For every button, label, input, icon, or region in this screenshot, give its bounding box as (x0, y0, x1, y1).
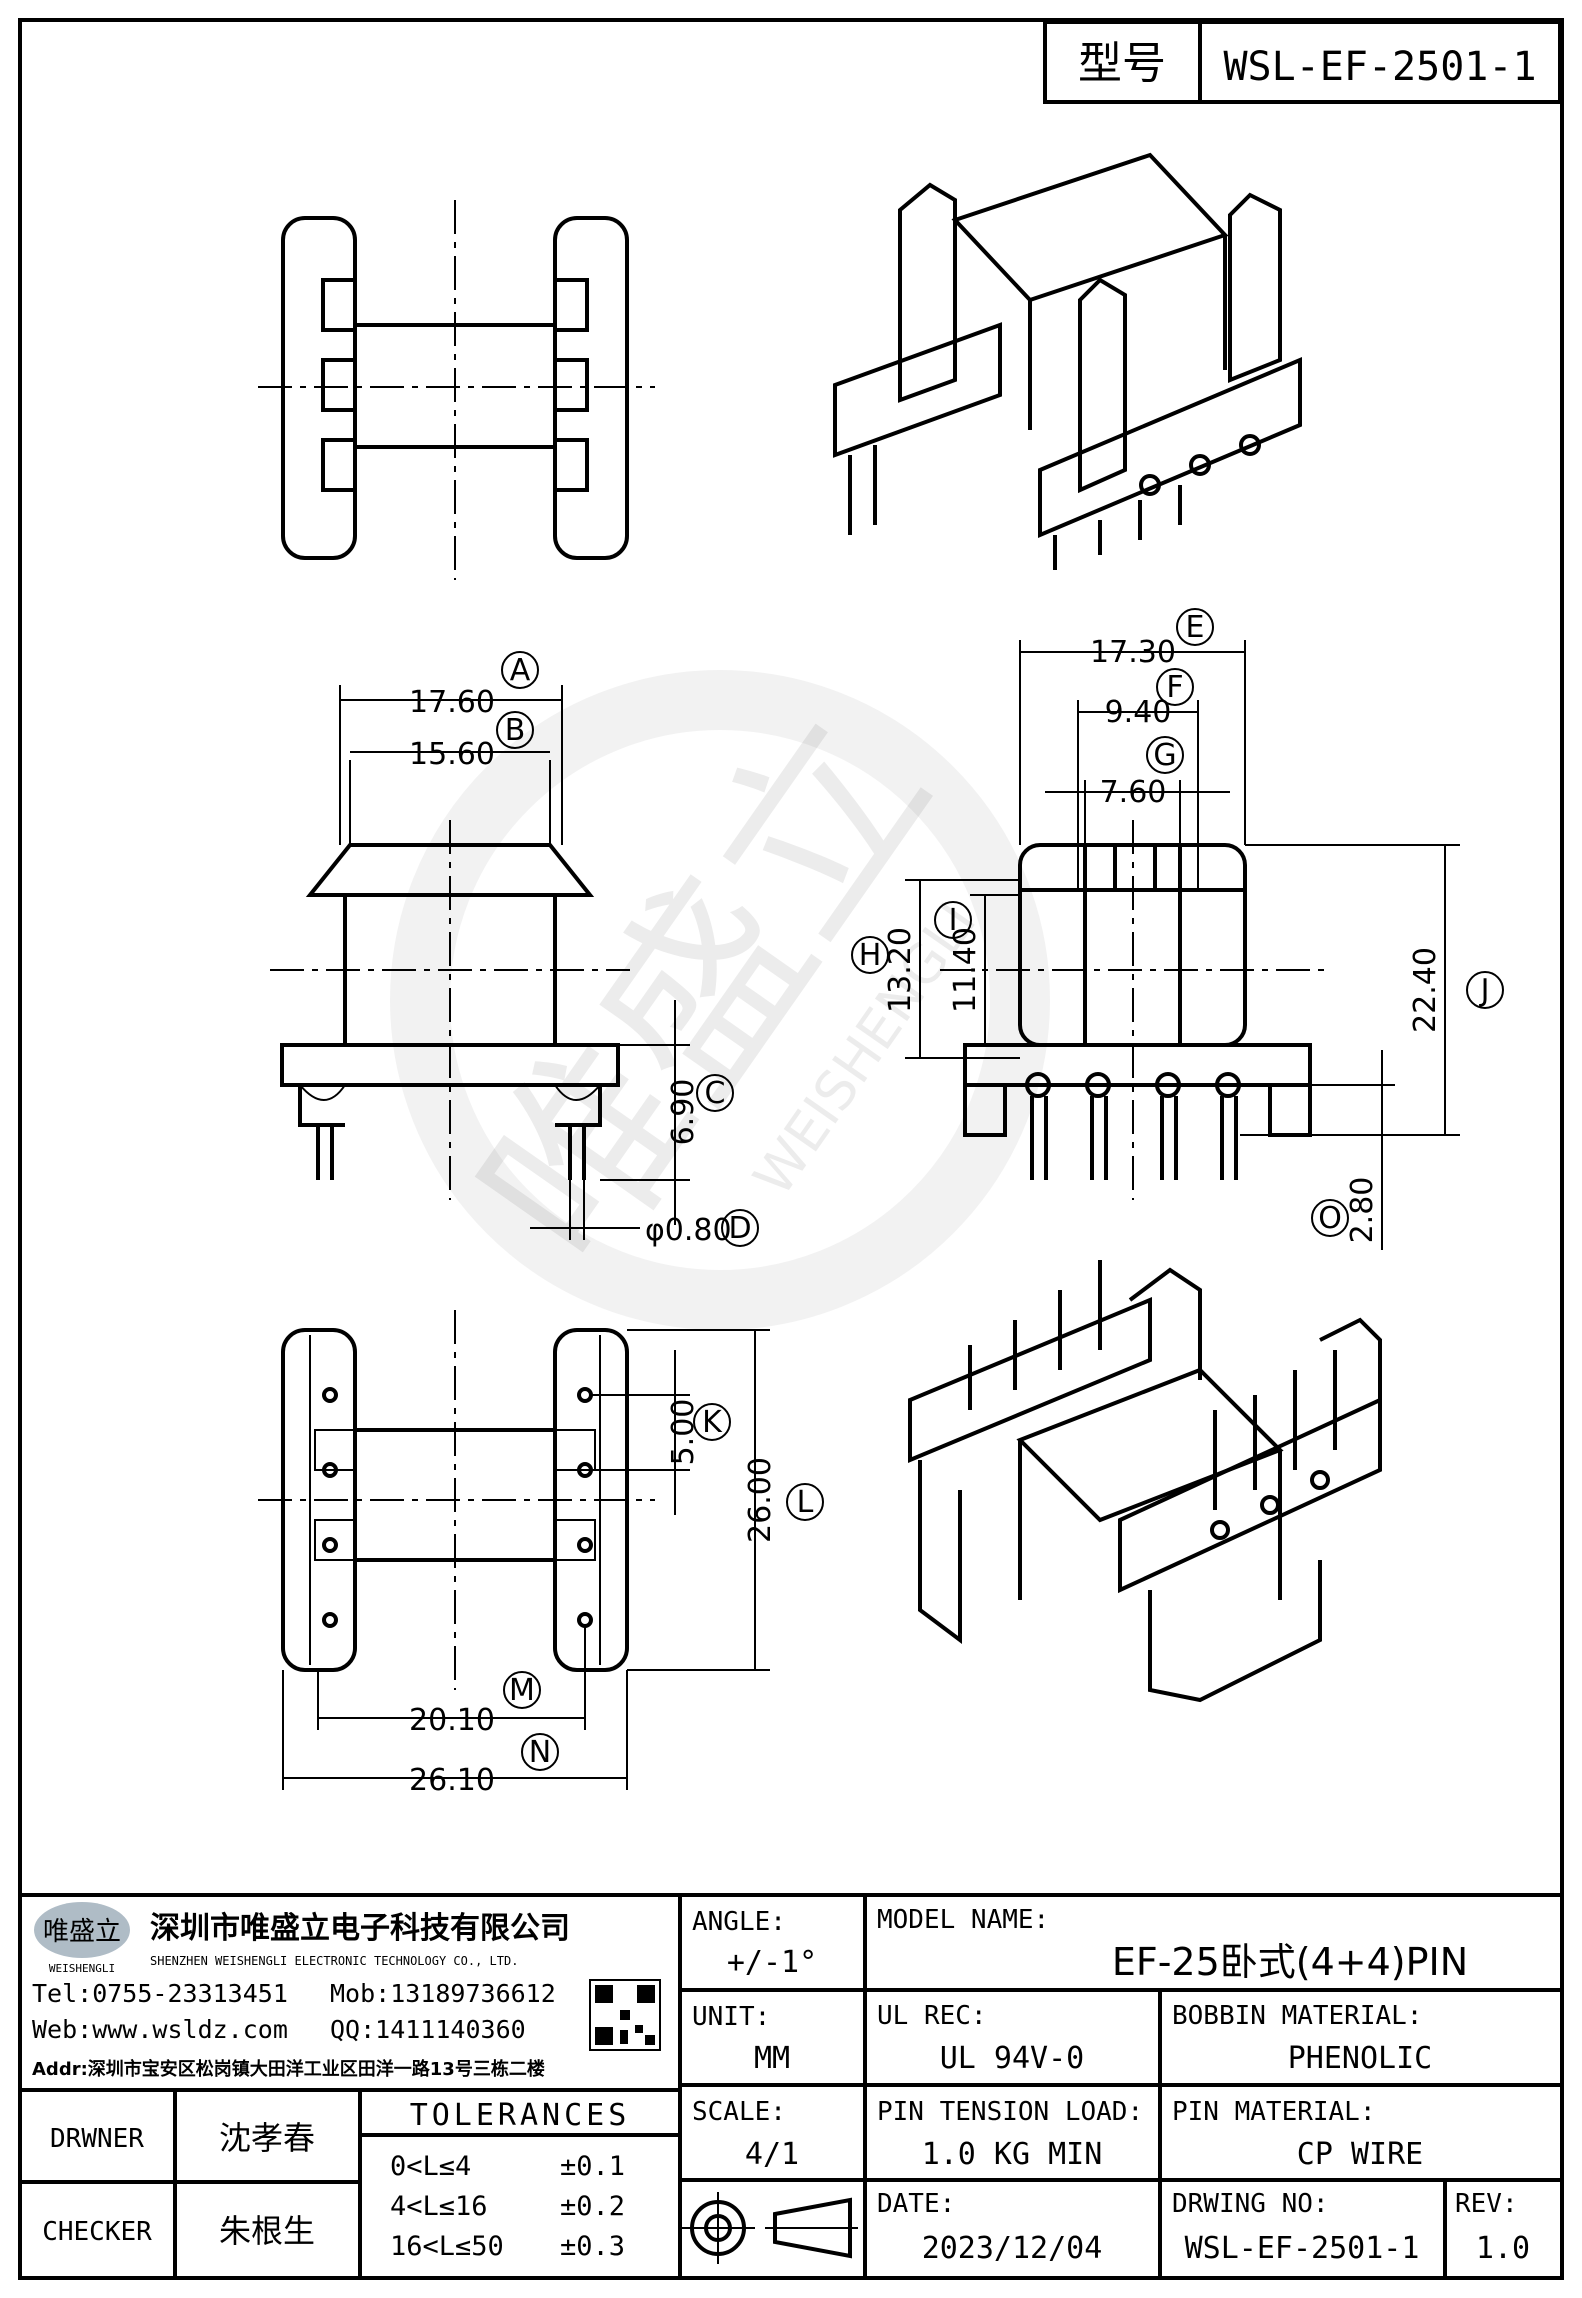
unit-value: MM (754, 2041, 790, 2076)
bobbin-value: PHENOLIC (1288, 2041, 1433, 2076)
callouts: A B C D E F G H I J O K L M N (496, 608, 1504, 1771)
company-logo: 唯盛立 WEISHENGLI (34, 1902, 130, 1975)
angle-label: ANGLE: (692, 1907, 786, 1937)
ul-label: UL REC: (877, 2001, 987, 2031)
dimension-labels: 17.60 15.60 6.90 φ0.80 17.30 9.40 7.60 1… (409, 635, 1443, 1798)
tolerance-range-2: 4<L≤16 (390, 2191, 488, 2222)
company-name-en: SHENZHEN WEISHENGLI ELECTRONIC TECHNOLOG… (150, 1954, 518, 1968)
angle-value: +/-1° (727, 1945, 817, 1980)
drwing-label: DRWING NO: (1172, 2189, 1329, 2219)
model-name-value: EF-25卧式(4+4)PIN (1112, 1940, 1468, 1984)
tolerance-value-1: ±0.1 (560, 2151, 625, 2182)
dim-value-c: 6.90 (666, 1079, 701, 1146)
company-addr: Addr:深圳市宝安区松岗镇大田洋工业区田洋一路13号三栋二楼 (32, 2058, 545, 2080)
tension-label: PIN TENSION LOAD: (877, 2097, 1143, 2127)
iso-view-bottom (908, 1260, 1382, 1703)
header-model-box: 型号 WSL-EF-2501-1 (1043, 20, 1562, 104)
date-value: 2023/12/04 (922, 2231, 1103, 2266)
tolerance-value-3: ±0.3 (560, 2231, 625, 2262)
callout-b: B (505, 713, 526, 748)
callout-m: M (509, 1673, 535, 1708)
projection-symbol-icon (682, 2192, 858, 2264)
tolerance-range-3: 16<L≤50 (390, 2231, 504, 2262)
unit-label: UNIT: (692, 2002, 770, 2032)
tension-value: 1.0 KG MIN (922, 2137, 1103, 2172)
title-block: 唯盛立 WEISHENGLI 深圳市唯盛立电子科技有限公司 SHENZHEN W… (18, 1893, 1564, 2280)
dim-value-i: 11.40 (948, 927, 983, 1013)
logo-en: WEISHENGLI (49, 1962, 115, 1975)
tolerance-value-2: ±0.2 (560, 2191, 625, 2222)
callout-k: K (702, 1405, 723, 1440)
company-qq: QQ:1411140360 (330, 2015, 526, 2044)
dim-value-e: 17.30 (1090, 635, 1176, 670)
dim-value-b: 15.60 (409, 737, 495, 772)
company-tel: Tel:0755-23313451 (32, 1979, 288, 2008)
tolerance-range-1: 0<L≤4 (390, 2151, 471, 2182)
rev-label: REV: (1455, 2189, 1518, 2219)
dim-value-h: 13.20 (883, 927, 918, 1013)
dim-value-n: 26.10 (409, 1763, 495, 1798)
front-view (270, 685, 690, 1240)
scale-label: SCALE: (692, 2097, 786, 2127)
company-name-cn: 深圳市唯盛立电子科技有限公司 (150, 1911, 570, 1946)
scale-value: 4/1 (745, 2137, 799, 2172)
pin-label: PIN MATERIAL: (1172, 2097, 1376, 2127)
header-type-label: 型号 (1078, 38, 1166, 89)
callout-c: C (705, 1076, 726, 1111)
company-web: Web:www.wsldz.com (32, 2015, 288, 2044)
dim-value-o: 2.80 (1345, 1177, 1380, 1244)
callout-j: J (1479, 973, 1490, 1008)
header-model-code: WSL-EF-2501-1 (1223, 44, 1536, 90)
dim-value-a: 17.60 (409, 685, 495, 720)
bottom-view (258, 1310, 770, 1790)
checker-label: CHECKER (42, 2217, 152, 2247)
pin-value: CP WIRE (1297, 2137, 1423, 2172)
logo-cn: 唯盛立 (43, 1917, 121, 1947)
callout-o: O (1318, 1201, 1342, 1236)
company-mob: Mob:13189736612 (330, 1979, 556, 2008)
dim-value-m: 20.10 (409, 1703, 495, 1738)
dim-value-l: 26.00 (743, 1457, 778, 1543)
drwner-label: DRWNER (50, 2124, 144, 2154)
side-view (905, 640, 1460, 1250)
dim-value-j: 22.40 (1408, 947, 1443, 1033)
callout-l: L (797, 1485, 814, 1520)
ul-value: UL 94V-0 (940, 2041, 1085, 2076)
iso-view-top (833, 152, 1302, 570)
callout-d: D (728, 1211, 751, 1246)
callout-h: H (859, 938, 882, 973)
bobbin-label: BOBBIN MATERIAL: (1172, 2001, 1422, 2031)
date-label: DATE: (877, 2189, 955, 2219)
top-view (258, 200, 655, 580)
model-name-label: MODEL NAME: (877, 1905, 1049, 1935)
callout-i: I (949, 903, 958, 938)
checker-value: 朱根生 (219, 2212, 315, 2250)
drwing-value: WSL-EF-2501-1 (1185, 2231, 1420, 2266)
tolerances-label: TOLERANCES (410, 2098, 631, 2133)
watermark: 唯盛立 WEISHENGLI (390, 670, 1050, 1330)
callout-g: G (1153, 738, 1176, 773)
qr-code (589, 1979, 661, 2051)
callout-a: A (510, 653, 531, 688)
dim-value-k: 5.00 (666, 1399, 701, 1466)
callout-e: E (1186, 610, 1205, 645)
drwner-value: 沈孝春 (219, 2119, 315, 2157)
dim-value-d: φ0.80 (645, 1213, 732, 1248)
dim-value-g: 7.60 (1100, 775, 1167, 810)
rev-value: 1.0 (1476, 2231, 1530, 2266)
dim-value-f: 9.40 (1105, 695, 1172, 730)
callout-f: F (1166, 670, 1183, 705)
callout-n: N (529, 1735, 551, 1770)
